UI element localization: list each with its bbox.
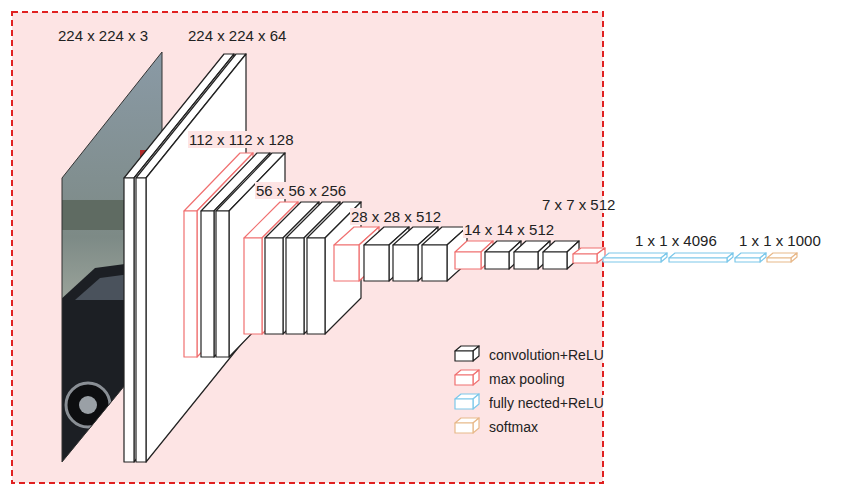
- dimension-label: 112 x 112 x 128: [188, 131, 295, 148]
- dimension-label: 1 x 1 x 4096: [634, 232, 718, 249]
- layer-face: [364, 245, 389, 281]
- dimension-label: 28 x 28 x 512: [350, 208, 442, 225]
- layer-face: [201, 211, 214, 357]
- layer-face: [334, 245, 359, 281]
- layer-face: [307, 238, 325, 334]
- layer-face: [455, 351, 473, 361]
- layer-face: [573, 254, 597, 263]
- layer-face: [244, 238, 262, 334]
- legend-sample: [455, 418, 479, 433]
- layer-face: [184, 211, 197, 357]
- dimension-label: 7 x 7 x 512: [541, 196, 616, 213]
- layer-face: [669, 258, 727, 262]
- legend-sample: [455, 346, 479, 361]
- layer-face: [767, 258, 791, 262]
- layer-face: [473, 418, 479, 433]
- layer-face: [136, 178, 146, 462]
- legend-text: max pooling: [488, 371, 566, 387]
- layer-face: [735, 258, 760, 262]
- layer-face: [791, 253, 797, 262]
- layer-face: [455, 423, 473, 433]
- layer-face: [760, 253, 766, 262]
- layer-face: [455, 399, 473, 409]
- region-outline: [12, 12, 603, 483]
- layer-face: [393, 245, 418, 281]
- legend-text: fully nected+ReLU: [488, 395, 605, 411]
- legend-text: convolution+ReLU: [488, 347, 605, 363]
- layer-face: [455, 252, 481, 269]
- layer-face: [286, 238, 304, 334]
- layer-face: [473, 346, 479, 361]
- layer-face: [514, 252, 538, 269]
- legend-sample: [455, 370, 479, 385]
- dimension-label: 224 x 224 x 64: [187, 27, 287, 44]
- legend-text: softmax: [488, 419, 539, 435]
- layer-face: [473, 370, 479, 385]
- dimension-label: 14 x 14 x 512: [463, 221, 555, 238]
- dimension-label: 224 x 224 x 3: [57, 27, 149, 44]
- layer-face: [216, 211, 229, 357]
- layer-face: [124, 178, 134, 462]
- layer-face: [422, 245, 447, 281]
- layer-face: [727, 253, 733, 262]
- dimension-label: 56 x 56 x 256: [255, 182, 347, 199]
- layer-face: [669, 253, 733, 258]
- layer-face: [603, 258, 661, 262]
- dimension-label: 1 x 1 x 1000: [738, 232, 822, 249]
- legend-sample: [455, 394, 479, 409]
- layer-face: [543, 252, 567, 269]
- layer-face: [455, 375, 473, 385]
- layer-face: [485, 252, 509, 269]
- layer-face: [473, 394, 479, 409]
- layer-face: [265, 238, 283, 334]
- layer-face: [661, 253, 667, 262]
- layer-face: [603, 253, 667, 258]
